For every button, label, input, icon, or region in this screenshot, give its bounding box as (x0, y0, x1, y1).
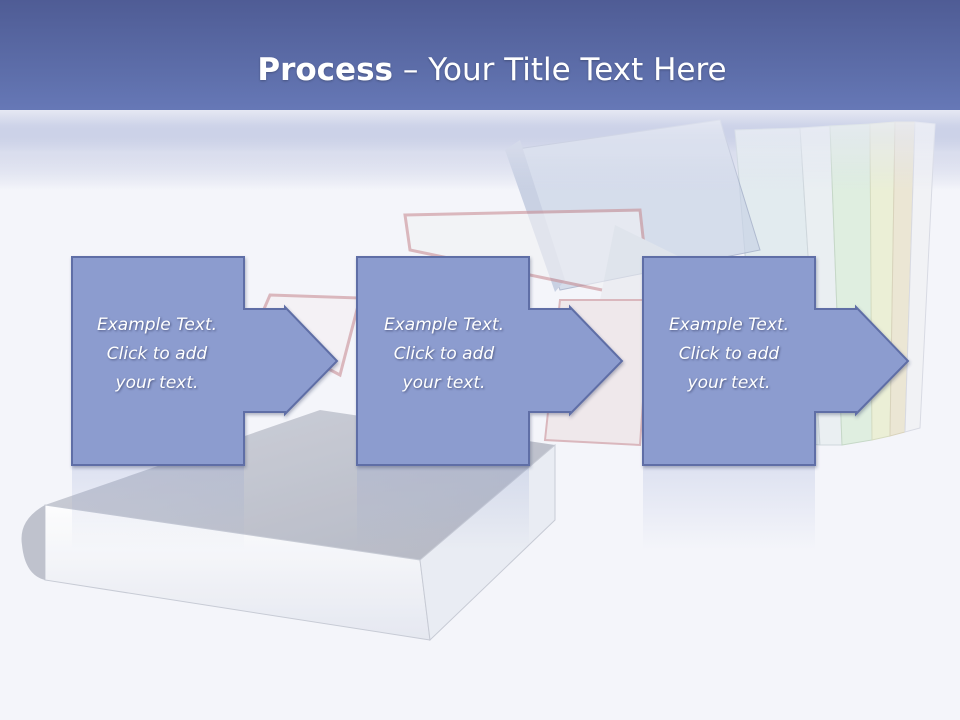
step-3[interactable] (642, 256, 910, 550)
step-1-text[interactable]: Example Text. Click to add your text. (71, 311, 243, 398)
step-3-line-1: Example Text. (668, 315, 790, 335)
title-rest: – Your Title Text Here (393, 52, 727, 88)
step-1-line-1: Example Text. (96, 315, 218, 335)
page-title[interactable]: Process – Your Title Text Here (0, 52, 960, 88)
step-2-line-2: Click to add (393, 344, 495, 364)
step-3-reflection (643, 466, 815, 550)
step-3-arrow-shape (642, 256, 910, 466)
step-1-line-3: your text. (115, 373, 199, 393)
step-3-line-3: your text. (687, 373, 771, 393)
step-2-text[interactable]: Example Text. Click to add your text. (358, 311, 530, 398)
step-2-line-1: Example Text. (383, 315, 505, 335)
step-1[interactable] (71, 256, 339, 550)
step-2-line-3: your text. (402, 373, 486, 393)
step-2-arrow-shape (356, 256, 624, 466)
step-1-reflection (72, 466, 244, 550)
title-bold: Process (257, 52, 393, 88)
step-3-line-2: Click to add (678, 344, 780, 364)
step-1-line-2: Click to add (106, 344, 208, 364)
step-2[interactable] (356, 256, 624, 550)
step-2-reflection (357, 466, 529, 550)
step-3-text[interactable]: Example Text. Click to add your text. (643, 311, 815, 398)
step-1-arrow-shape (71, 256, 339, 466)
